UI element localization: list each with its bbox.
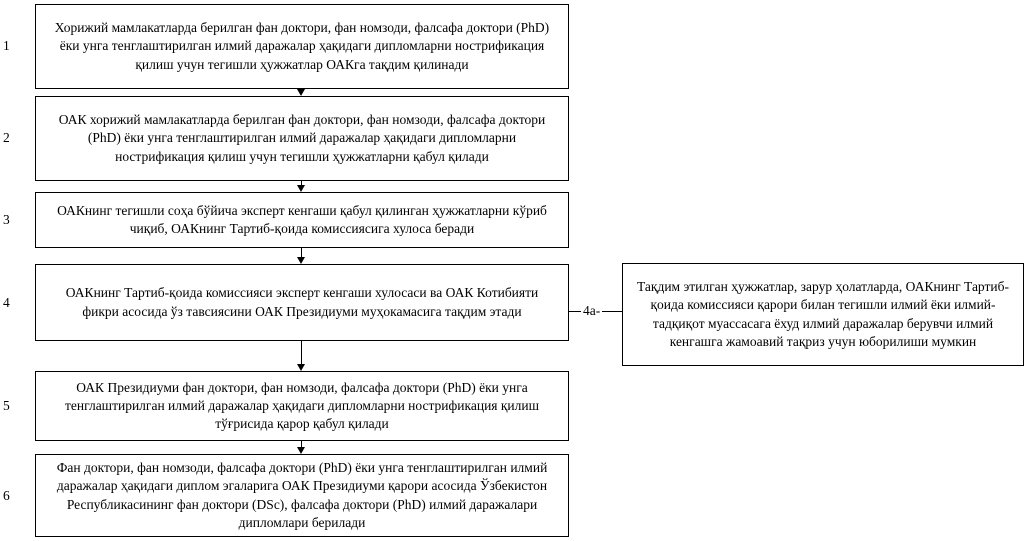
connector-label-4a: 4а- <box>581 303 603 319</box>
arrow-line-3-4 <box>301 248 302 258</box>
step-box-1: Хорижий мамлакатларда берилган фан докто… <box>35 4 569 89</box>
side-note-box: Тақдим этилган ҳужжатлар, зарур ҳолатлар… <box>622 263 1024 366</box>
step-box-4: ОАКнинг Тартиб-қоида комиссияси эксперт … <box>35 264 569 341</box>
step-box-2: ОАК хорижий мамлакатларда берилган фан д… <box>35 96 569 181</box>
step-number-5: 5 <box>3 398 10 413</box>
step-number-3: 3 <box>3 212 10 227</box>
step-number-1: 1 <box>3 38 10 53</box>
step-box-5: ОАК Президиуми фан доктори, фан номзоди,… <box>35 371 569 441</box>
arrow-down-icon <box>297 89 305 96</box>
arrow-line-4-5 <box>301 341 302 365</box>
arrow-down-icon <box>297 364 305 371</box>
step-number-2: 2 <box>3 130 10 145</box>
arrow-line-5-6 <box>301 441 302 448</box>
arrow-down-icon <box>297 447 305 454</box>
step-box-3: ОАКнинг тегишли соҳа бўйича эксперт кенг… <box>35 192 569 248</box>
step-number-6: 6 <box>3 488 10 503</box>
arrow-down-icon <box>297 257 305 264</box>
step-box-6: Фан доктори, фан номзоди, фалсафа доктор… <box>35 454 569 537</box>
step-number-4: 4 <box>3 295 10 310</box>
arrow-line-2-3 <box>301 181 302 186</box>
arrow-down-icon <box>297 185 305 192</box>
